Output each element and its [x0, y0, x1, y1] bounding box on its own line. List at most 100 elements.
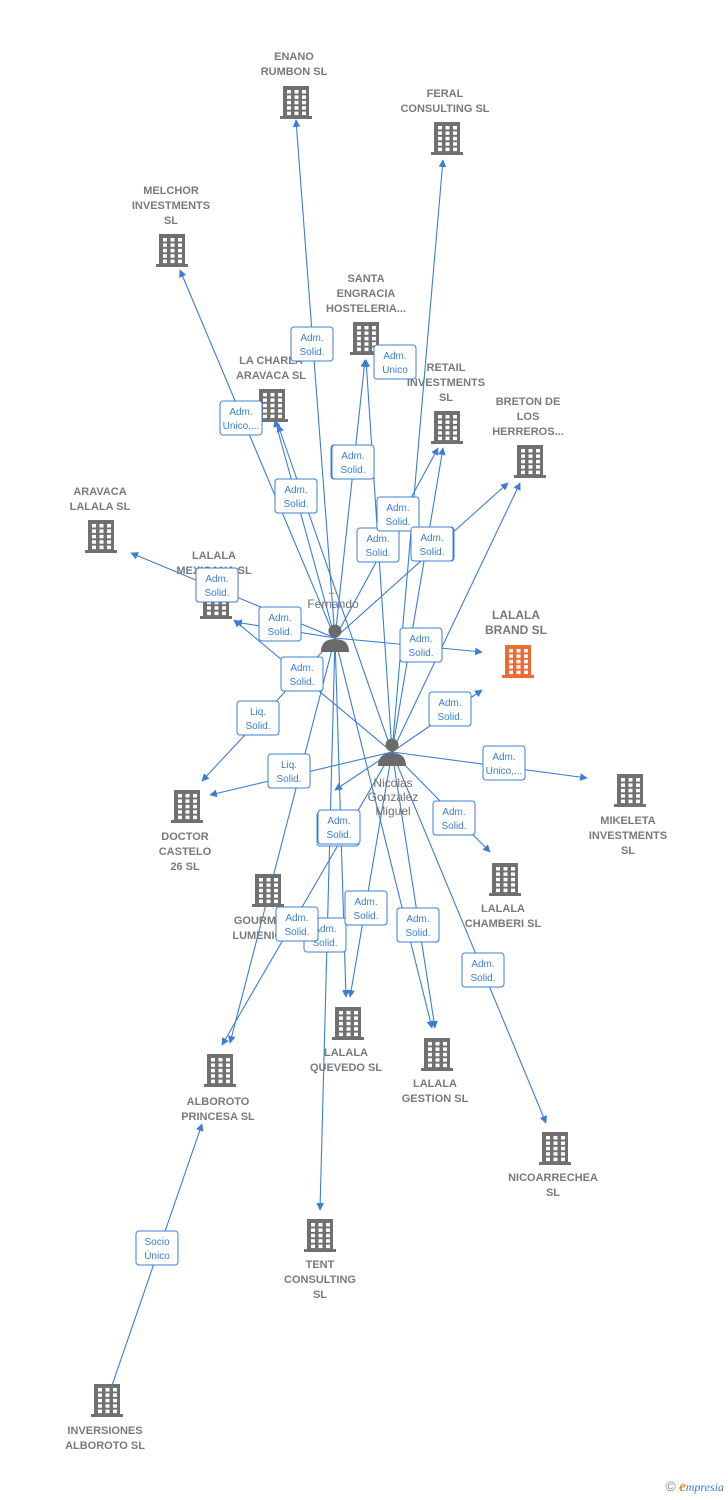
edge-label-box[interactable] — [195, 567, 239, 603]
building-window — [636, 799, 640, 804]
edge-label-box[interactable] — [290, 326, 334, 362]
building-icon — [431, 122, 463, 155]
building-window — [278, 409, 282, 413]
edge-label-nicolas-gestion[interactable]: Adm.Solid. — [396, 907, 440, 943]
edge-label-fernando-brand[interactable]: Adm.Solid. — [399, 627, 443, 663]
edge-label-box[interactable] — [275, 906, 319, 942]
edge-label-box[interactable] — [135, 1230, 179, 1266]
building-icon — [614, 774, 646, 807]
building-window — [346, 1027, 351, 1031]
building-window — [263, 414, 267, 419]
edge-label-nicolas-gourmet[interactable]: Adm.Solid. — [317, 809, 361, 845]
edge-label-box[interactable] — [317, 809, 361, 845]
edge-label-fernando-castelo[interactable]: Liq.Solid. — [236, 700, 280, 736]
edge-label-box[interactable] — [258, 606, 302, 642]
edge-label-nicolas-santa[interactable]: Adm.Solid. — [331, 444, 375, 480]
edge-label-box[interactable] — [428, 691, 472, 727]
edge-label-box[interactable] — [280, 656, 324, 692]
node-label-tent: SL — [313, 1289, 327, 1301]
edge-label-text: Unico,... — [223, 421, 260, 432]
node-label-retail: INVESTMENTS — [407, 377, 485, 389]
building-window — [113, 1388, 117, 1392]
building-window — [453, 147, 457, 152]
edge-label-nicolas-feral[interactable]: Adm.Unico — [373, 344, 417, 380]
edge-label-nicolas-retail[interactable]: Adm.Solid. — [376, 496, 420, 532]
building-window — [294, 106, 299, 110]
edge-label-box[interactable] — [331, 444, 375, 480]
node-label-mikeleta: INVESTMENTS — [589, 830, 667, 842]
edge-label-box[interactable] — [373, 344, 417, 380]
building-window — [170, 259, 175, 264]
edge-label-nicolas-quevedo[interactable]: Adm.Solid. — [344, 890, 388, 926]
edge-label-nicolas-mikeleta[interactable]: Adm.Unico,... — [482, 745, 526, 781]
edge-nicolas-breton — [391, 482, 521, 753]
building-window — [354, 1011, 358, 1015]
edge-label-nicolas-mexicana[interactable]: Adm.Solid. — [195, 567, 239, 603]
edge-label-box[interactable] — [267, 753, 311, 789]
building-window — [621, 788, 625, 793]
building-window — [207, 611, 211, 616]
building-window — [92, 534, 96, 539]
building-window — [621, 778, 625, 782]
edge-label-box[interactable] — [432, 800, 476, 836]
node-label-brand: BRAND SL — [485, 623, 547, 637]
edge-label-box[interactable] — [344, 890, 388, 926]
edge-label-box[interactable] — [410, 526, 454, 562]
edge-label-fernando-mexicana[interactable]: Adm.Solid. — [258, 606, 302, 642]
edge-label-nicolas-nicoarrechea[interactable]: Adm.Solid. — [461, 952, 505, 988]
empresia-credit[interactable]: © empresia — [665, 1478, 724, 1496]
building-base — [332, 1037, 364, 1040]
edge-label-box[interactable] — [274, 478, 318, 514]
edge-label-fernando-enano[interactable]: Adm.Solid. — [290, 326, 334, 362]
edge-label-text: Solid. — [283, 499, 308, 510]
edge-label-nicolas-brand[interactable]: Adm.Solid. — [428, 691, 472, 727]
edge-label-fernando-princesa[interactable]: Adm.Solid. — [280, 656, 324, 692]
edge-label-box[interactable] — [376, 496, 420, 532]
building-window — [561, 1136, 565, 1140]
node-breton[interactable]: BRETON DELOSHERREROS... — [492, 396, 564, 478]
edge-label-nicolas-breton[interactable]: Adm.Solid. — [410, 526, 454, 562]
edge-label-nicolas-chamberi[interactable]: Adm.Solid. — [432, 800, 476, 836]
edge-label-box[interactable] — [236, 700, 280, 736]
edge-label-fernando-melchor[interactable]: Adm.Unico,... — [219, 400, 263, 436]
building-window — [628, 783, 633, 787]
node-fernando[interactable]: ...Fernando — [307, 583, 359, 652]
edge-label-box[interactable] — [482, 745, 526, 781]
edge-label-text: Solid. — [405, 928, 430, 939]
edge-label-box[interactable] — [399, 627, 443, 663]
node-label-chamberi: LALALA — [481, 903, 525, 915]
building-window — [445, 415, 450, 419]
edge-label-nicolas-castelo[interactable]: Liq.Solid. — [267, 753, 311, 789]
edge-label-box[interactable] — [219, 400, 263, 436]
edge-label-box[interactable] — [396, 907, 440, 943]
building-window — [163, 238, 167, 242]
edge-label-nicolas-charla[interactable]: Adm.Solid. — [274, 478, 318, 514]
edge-label-box[interactable] — [461, 952, 505, 988]
edge-label-nicolas-princesa[interactable]: Adm.Solid. — [275, 906, 319, 942]
edge-label-fernando-retail[interactable]: Adm.Solid. — [356, 527, 400, 563]
building-window — [318, 1244, 323, 1249]
node-santa[interactable]: SANTAENGRACIAHOSTELERIA... — [326, 273, 406, 355]
node-label-mikeleta: MIKELETA — [600, 815, 655, 827]
edge-label-text: Solid. — [289, 677, 314, 688]
edge-fernando-charla — [273, 419, 336, 639]
node-label-quevedo: LALALA — [324, 1047, 368, 1059]
